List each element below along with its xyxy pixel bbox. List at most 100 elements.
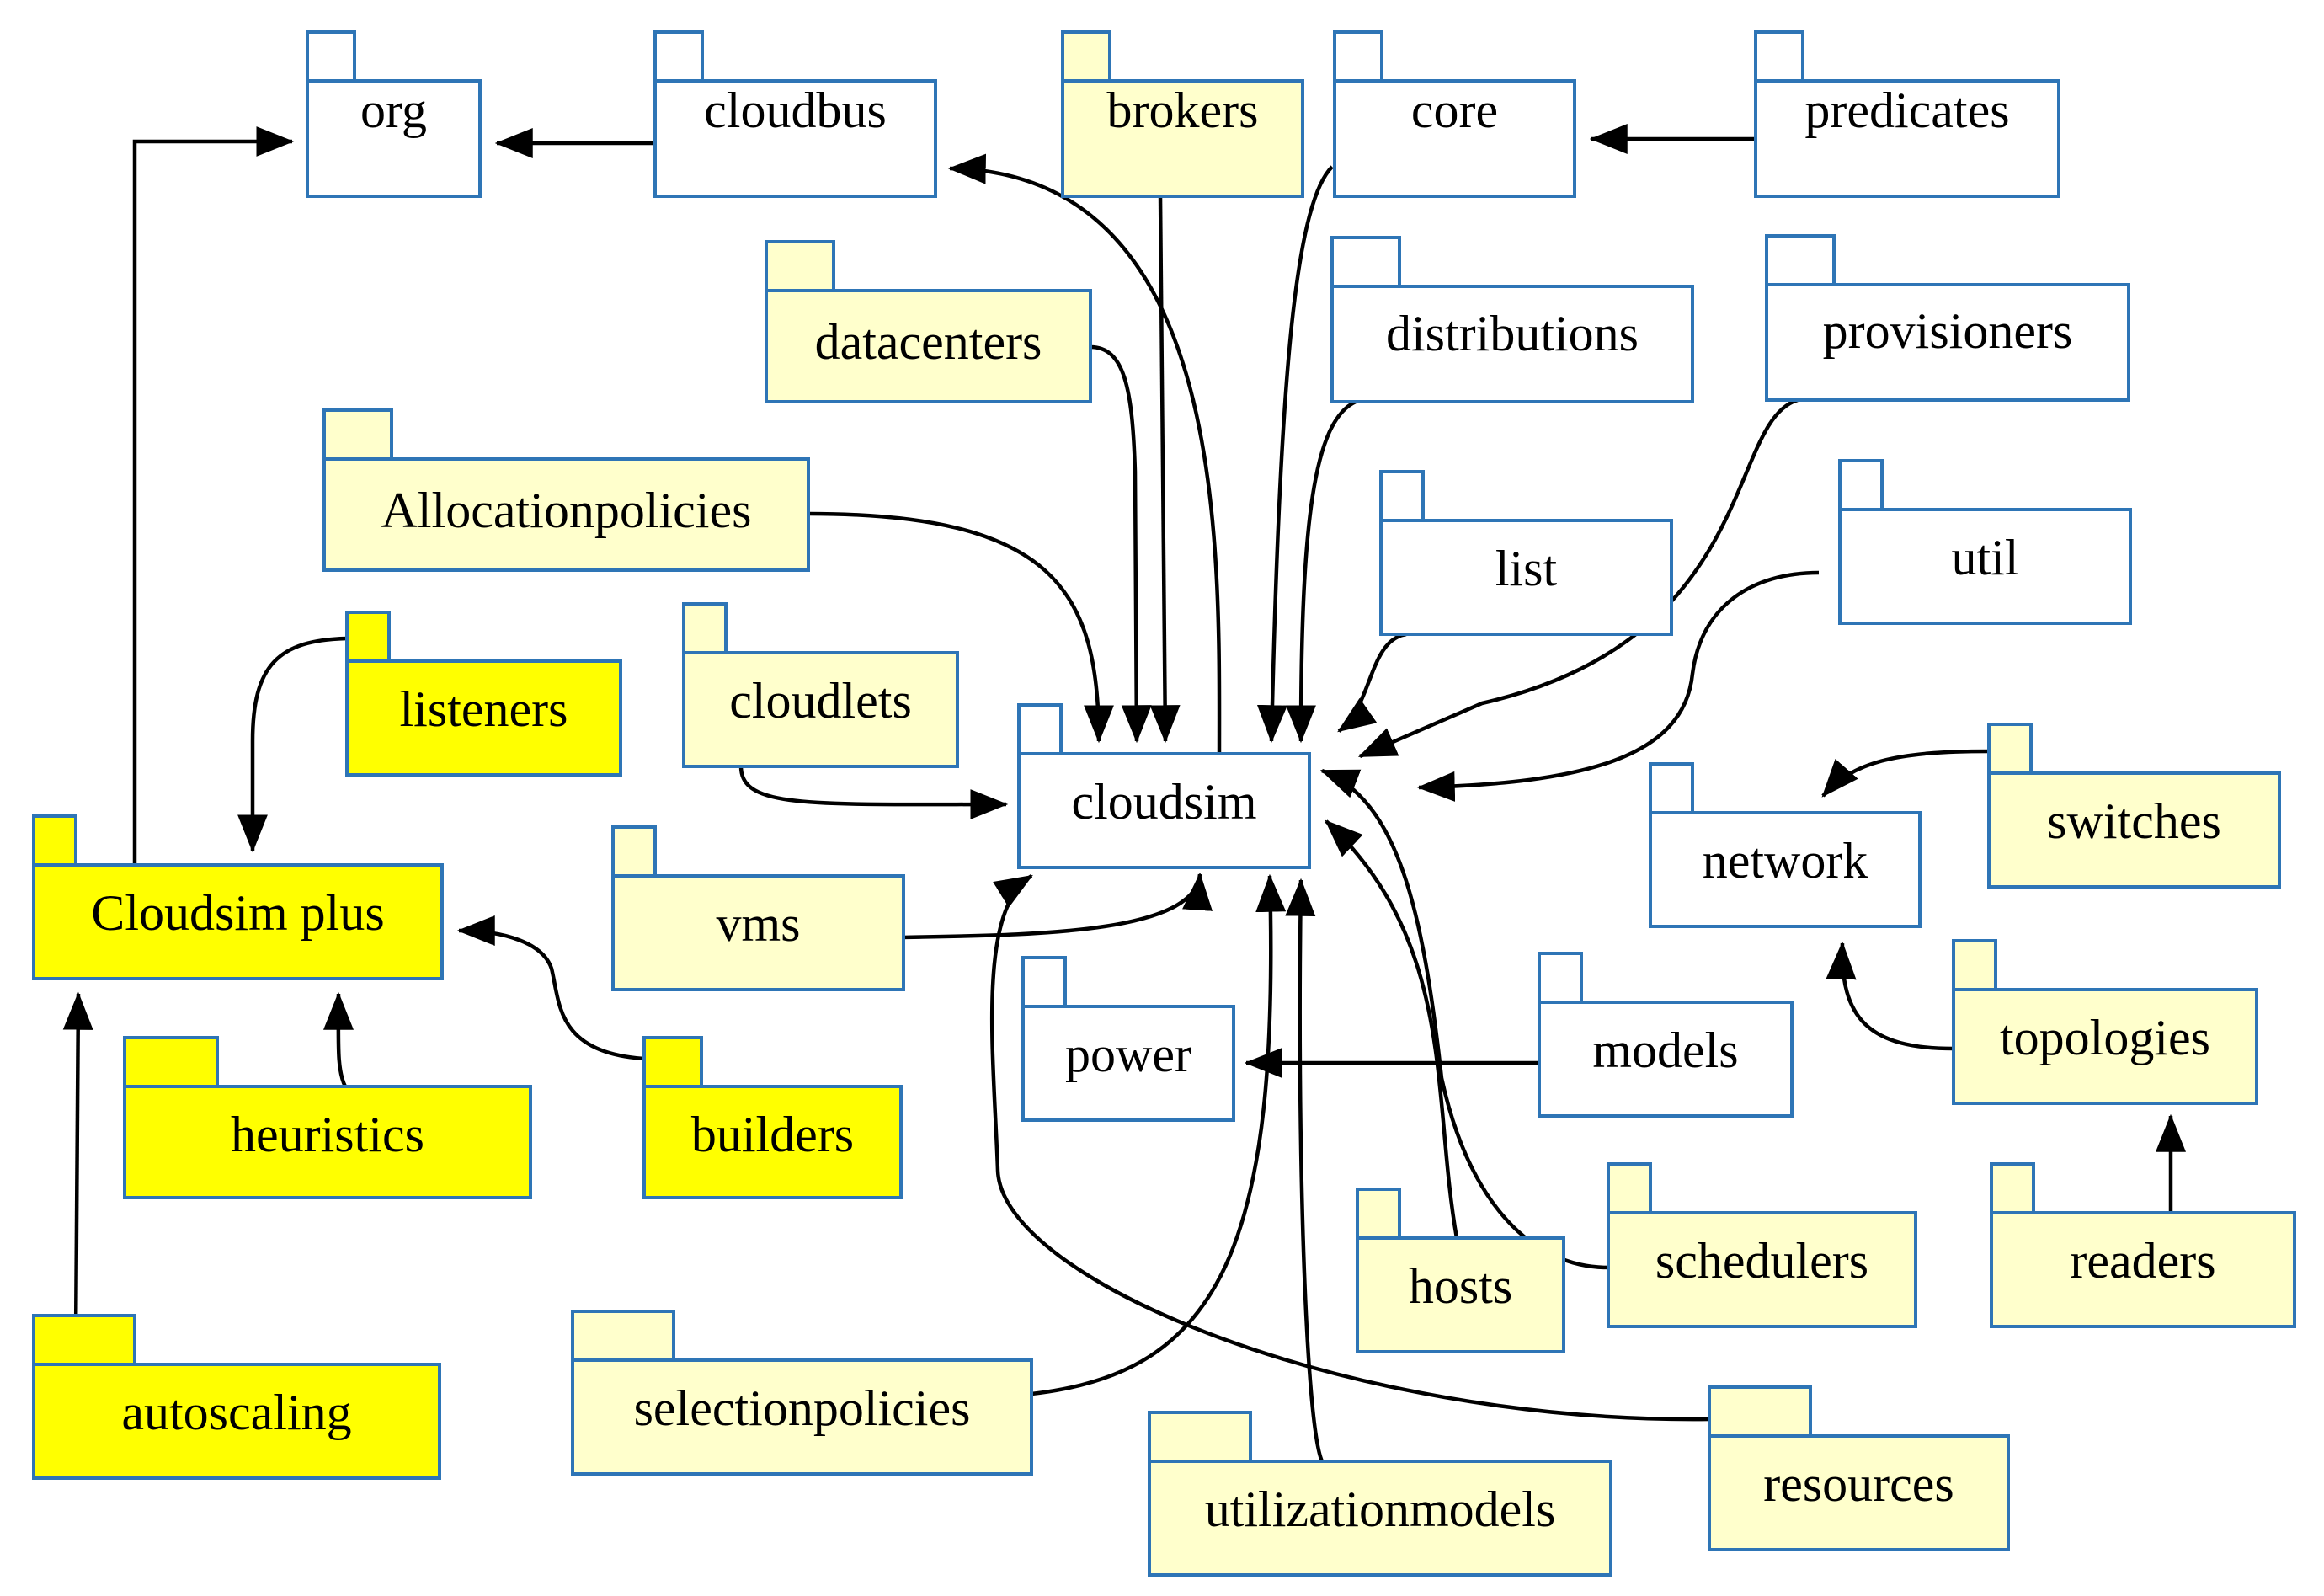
package-schedulers[interactable]: schedulers	[1607, 1162, 1917, 1328]
package-label: util	[1951, 530, 2018, 585]
package-resources[interactable]: resources	[1708, 1385, 2010, 1551]
package-readers[interactable]: readers	[1990, 1162, 2296, 1328]
package-tab-icon	[1765, 234, 1836, 286]
package-tab-icon	[345, 611, 391, 663]
package-label: provisioners	[1823, 303, 2073, 359]
package-body	[1356, 1236, 1565, 1353]
package-heuristics[interactable]: heuristics	[123, 1036, 532, 1199]
package-body	[1765, 283, 2130, 402]
package-cloudsim[interactable]: cloudsim	[1017, 703, 1311, 869]
package-label: listeners	[400, 681, 568, 737]
dependency-arrow-resources-to-cloudsim	[989, 874, 1710, 1422]
package-body	[322, 457, 810, 572]
package-network[interactable]: network	[1649, 762, 1922, 928]
package-listeners[interactable]: listeners	[345, 611, 622, 777]
package-cloudbus[interactable]: cloudbus	[653, 30, 937, 198]
package-list[interactable]: list	[1379, 470, 1673, 636]
dependency-arrow-utilizationmodels-to-cloudsim	[1285, 878, 1325, 1462]
package-tab-icon	[1754, 30, 1804, 83]
package-power[interactable]: power	[1021, 956, 1235, 1122]
package-allocationpolicies[interactable]: Allocationpolicies	[322, 408, 810, 572]
package-label: utilizationmodels	[1205, 1481, 1556, 1537]
package-brokers[interactable]: brokers	[1061, 30, 1304, 198]
package-label: network	[1703, 833, 1868, 889]
package-topologies[interactable]: topologies	[1952, 939, 2258, 1105]
packages: org cloudbus brokers core predicates datacent…	[32, 30, 2296, 1577]
package-tab-icon	[322, 408, 393, 461]
package-tab-icon	[1021, 956, 1067, 1008]
package-tab-icon	[1987, 723, 2033, 775]
package-tab-icon	[1990, 1162, 2035, 1214]
package-tab-icon	[1379, 470, 1425, 522]
package-label: Allocationpolicies	[381, 483, 752, 538]
package-label: datacenters	[815, 314, 1042, 370]
package-tab-icon	[1649, 762, 1694, 814]
package-body	[765, 289, 1092, 403]
package-selectionpolicies[interactable]: selectionpolicies	[571, 1310, 1033, 1476]
package-label: list	[1495, 541, 1558, 596]
dependency-arrow-distributions-to-cloudsim	[1286, 399, 1357, 744]
package-body	[1754, 79, 2060, 198]
package-label: org	[360, 83, 427, 138]
package-label: heuristics	[231, 1107, 424, 1162]
package-body	[1987, 771, 2281, 889]
package-tab-icon	[1952, 939, 1997, 991]
package-body	[32, 1363, 441, 1480]
package-tab-icon	[1708, 1385, 1812, 1438]
package-cloudlets[interactable]: cloudlets	[682, 602, 959, 768]
package-body	[1379, 519, 1673, 636]
dependency-arrow-core-to-cloudsim	[1256, 165, 1334, 744]
package-org[interactable]: org	[306, 30, 482, 198]
package-label: power	[1065, 1027, 1191, 1082]
package-label: cloudbus	[704, 83, 887, 138]
package-body	[571, 1358, 1033, 1476]
package-distributions[interactable]: distributions	[1330, 236, 1694, 403]
package-tab-icon	[765, 240, 835, 292]
package-body	[1061, 79, 1304, 198]
dependency-arrow-cloudlets-to-cloudsim	[738, 766, 1009, 820]
package-tab-icon	[32, 1314, 136, 1366]
package-body	[345, 659, 622, 777]
dependency-arrow-selectionpolicies-to-cloudsim	[1031, 873, 1287, 1396]
package-label: autoscaling	[121, 1385, 351, 1440]
package-autoscaling[interactable]: autoscaling	[32, 1314, 441, 1480]
package-utilizationmodels[interactable]: utilizationmodels	[1148, 1411, 1612, 1577]
package-tab-icon	[682, 602, 728, 654]
package-util[interactable]: util	[1838, 459, 2132, 625]
package-datacenters[interactable]: datacenters	[765, 240, 1092, 403]
package-body	[611, 874, 905, 991]
package-core[interactable]: core	[1333, 30, 1576, 198]
package-body	[123, 1085, 532, 1199]
package-body	[1708, 1434, 2010, 1551]
package-label: vms	[716, 896, 800, 952]
package-label: switches	[2047, 793, 2221, 849]
package-body	[1017, 752, 1311, 869]
package-tab-icon	[1538, 952, 1583, 1004]
package-cloudsimplus[interactable]: Cloudsim plus	[32, 814, 444, 980]
package-body	[682, 651, 959, 768]
dependency-arrow-autoscaling-to-cloudsimplus	[62, 991, 93, 1340]
package-label: resources	[1763, 1456, 1954, 1512]
package-switches[interactable]: switches	[1987, 723, 2281, 889]
package-models[interactable]: models	[1538, 952, 1794, 1118]
dependency-arrow-cloudsimplus-to-org	[132, 126, 295, 865]
package-body	[1990, 1211, 2296, 1328]
dependency-arrows	[62, 124, 2186, 1462]
package-builders[interactable]: builders	[642, 1036, 903, 1199]
dependency-arrow-cloudsim-to-cloudbus	[947, 153, 1222, 755]
package-hosts[interactable]: hosts	[1356, 1188, 1565, 1353]
package-body	[1538, 1001, 1794, 1118]
dependency-arrow-listeners-to-cloudsimplus	[237, 636, 348, 853]
package-body	[653, 79, 937, 198]
package-provisioners[interactable]: provisioners	[1765, 234, 2130, 402]
dependency-arrow-brokers-to-cloudsim	[1149, 195, 1181, 744]
package-label: core	[1411, 83, 1498, 138]
package-tab-icon	[571, 1310, 675, 1362]
package-vms[interactable]: vms	[611, 825, 905, 991]
package-predicates[interactable]: predicates	[1754, 30, 2060, 198]
package-label: distributions	[1386, 306, 1639, 361]
package-label: readers	[2070, 1233, 2215, 1289]
package-label: topologies	[2000, 1010, 2210, 1065]
package-tab-icon	[611, 825, 657, 878]
package-tab-icon	[123, 1036, 219, 1088]
